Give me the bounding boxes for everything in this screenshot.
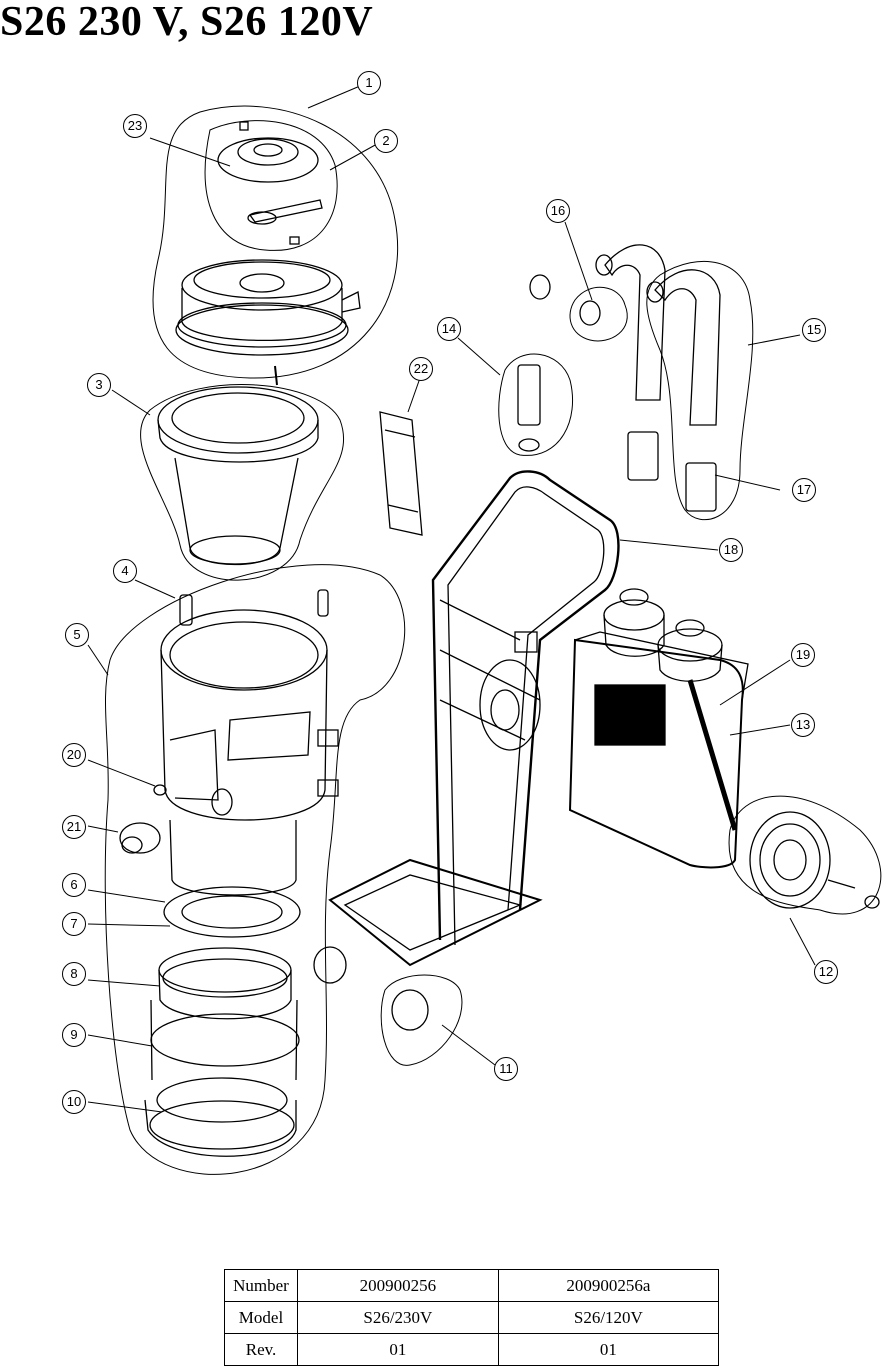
group-12-outline [728,795,882,915]
group-16-outline [569,286,628,342]
callout-20: 20 [62,743,86,767]
caster-11 [391,989,429,1031]
pipe-15a [604,244,666,401]
motor-head-top [181,259,343,311]
ring-10 [144,1099,297,1157]
callout-4: 4 [113,559,137,583]
group-2-outline [204,120,338,251]
row-label: Model [224,1301,298,1334]
callout-23: 23 [123,114,147,138]
spec-table: Number 200900256 200900256a Model S26/23… [224,1269,720,1366]
callout-14: 14 [437,317,461,341]
callout-16: 16 [546,199,570,223]
table-row: Rev. 01 01 [224,1333,720,1366]
table-row: Model S26/230V S26/120V [224,1301,720,1334]
callout-2: 2 [374,129,398,153]
group-15-outline [646,260,754,520]
cover-disk [217,137,319,183]
group-14-outline [498,353,574,456]
group-11-outline [380,974,463,1066]
callout-15: 15 [802,318,826,342]
pipe-15b [654,269,721,426]
leader-lines [87,85,816,1113]
callout-19: 19 [791,643,815,667]
callout-9: 9 [62,1023,86,1047]
callout-13: 13 [791,713,815,737]
page-title: S26 230 V, S26 120V [0,0,374,45]
callout-12: 12 [814,960,838,984]
connector-14 [517,364,541,426]
trolley-frame [431,470,620,941]
cell-120v: S26/120V [497,1301,720,1334]
callout-22: 22 [409,357,433,381]
callout-17: 17 [792,478,816,502]
callout-3: 3 [87,373,111,397]
callout-8: 8 [62,962,86,986]
cell-230v: 01 [297,1333,499,1366]
ring-9 [150,1013,300,1067]
callout-5: 5 [65,623,89,647]
callout-6: 6 [62,873,86,897]
motor-housing [568,638,744,869]
group-5-outline [104,564,406,1175]
wheel-12 [749,811,831,909]
bottom-plate [163,886,301,938]
cell-120v: 01 [497,1333,720,1366]
group-1-outline [152,105,399,379]
cell-230v: 200900256 [297,1269,499,1302]
cell-230v: S26/230V [297,1301,499,1334]
cell-120v: 200900256a [497,1269,720,1302]
callout-7: 7 [62,912,86,936]
nozzle-21 [119,822,161,854]
callout-10: 10 [62,1090,86,1114]
row-label: Rev. [224,1333,298,1366]
callout-21: 21 [62,815,86,839]
table-row: Number 200900256 200900256a [224,1269,720,1302]
bag [379,411,423,536]
callout-1: 1 [357,71,381,95]
callout-18: 18 [719,538,743,562]
row-label: Number [224,1269,298,1302]
ring-8 [158,947,292,993]
group-3-outline [140,384,345,581]
callout-11: 11 [494,1057,518,1081]
